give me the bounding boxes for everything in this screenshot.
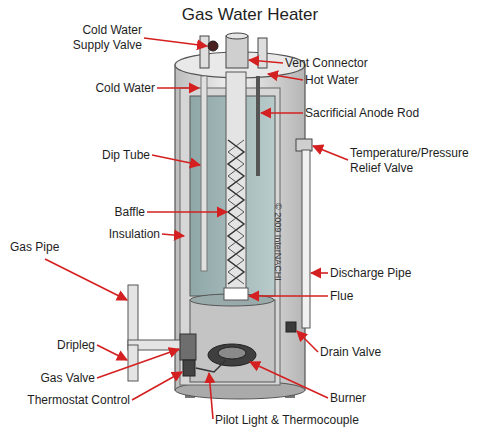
part-label: Temperature/Pressure Relief Valve bbox=[350, 146, 478, 176]
part-label: Insulation bbox=[60, 227, 160, 242]
leader-line bbox=[297, 331, 318, 352]
part-label: Thermostat Control bbox=[8, 393, 130, 408]
diagram-title: Gas Water Heater bbox=[0, 5, 500, 25]
part-label: Burner bbox=[330, 391, 410, 406]
leader-line bbox=[249, 60, 283, 63]
leader-line bbox=[144, 38, 207, 46]
thermostat-control bbox=[183, 360, 195, 376]
part-label: Flue bbox=[330, 289, 390, 304]
baffle bbox=[228, 140, 244, 284]
part-label: Sacrificial Anode Rod bbox=[305, 106, 465, 121]
part-label: Cold Water bbox=[80, 81, 155, 96]
combustion-chamber bbox=[190, 300, 275, 382]
part-label: Pilot Light & Thermocouple bbox=[215, 413, 395, 428]
watermark: © 2009 InterNACHI bbox=[273, 203, 283, 281]
leader-line bbox=[147, 211, 227, 213]
leader-line bbox=[250, 362, 328, 398]
leader-line bbox=[132, 372, 182, 400]
discharge-pipe bbox=[302, 150, 310, 328]
leader-line bbox=[162, 234, 184, 236]
vent-connector bbox=[226, 33, 248, 39]
hot-water-pipe bbox=[258, 38, 267, 68]
leader-line bbox=[152, 155, 200, 165]
baffle bbox=[228, 140, 244, 284]
leader-line bbox=[313, 146, 348, 160]
leader-line bbox=[268, 74, 303, 80]
part-label: Discharge Pipe bbox=[330, 266, 440, 281]
burner-port bbox=[218, 347, 246, 359]
part-label: Gas Pipe bbox=[10, 240, 80, 255]
part-label: Cold Water Supply Valve bbox=[62, 23, 142, 53]
leader-line bbox=[209, 373, 213, 419]
leader-line bbox=[97, 349, 179, 378]
relief-valve bbox=[296, 139, 312, 151]
part-label: Gas Valve bbox=[20, 371, 95, 386]
gas-valve bbox=[180, 334, 196, 360]
burner bbox=[208, 344, 256, 366]
dip-tube bbox=[201, 76, 207, 271]
part-label: Drain Valve bbox=[320, 345, 420, 360]
part-label: Baffle bbox=[80, 205, 145, 220]
flue-outlet bbox=[224, 288, 248, 300]
part-label: Hot Water bbox=[305, 73, 395, 88]
leader-line bbox=[97, 345, 127, 360]
leader-line bbox=[45, 259, 127, 300]
leader-line bbox=[157, 87, 199, 89]
flue bbox=[226, 72, 246, 297]
part-label: Dip Tube bbox=[80, 148, 150, 163]
tank-shell bbox=[175, 65, 305, 390]
leader-line bbox=[311, 272, 328, 274]
vent-connector bbox=[226, 36, 248, 68]
drain-valve bbox=[286, 322, 296, 332]
gas-pipe bbox=[128, 285, 138, 345]
part-label: Dripleg bbox=[20, 338, 95, 353]
leader-line bbox=[249, 295, 328, 297]
dripleg bbox=[128, 345, 138, 381]
anode-rod bbox=[256, 76, 260, 176]
leader-line bbox=[261, 112, 303, 114]
cold-water-pipe bbox=[200, 36, 209, 68]
pilot-tube bbox=[196, 360, 226, 372]
supply-valve bbox=[208, 41, 218, 51]
part-label: Vent Connector bbox=[285, 56, 395, 71]
